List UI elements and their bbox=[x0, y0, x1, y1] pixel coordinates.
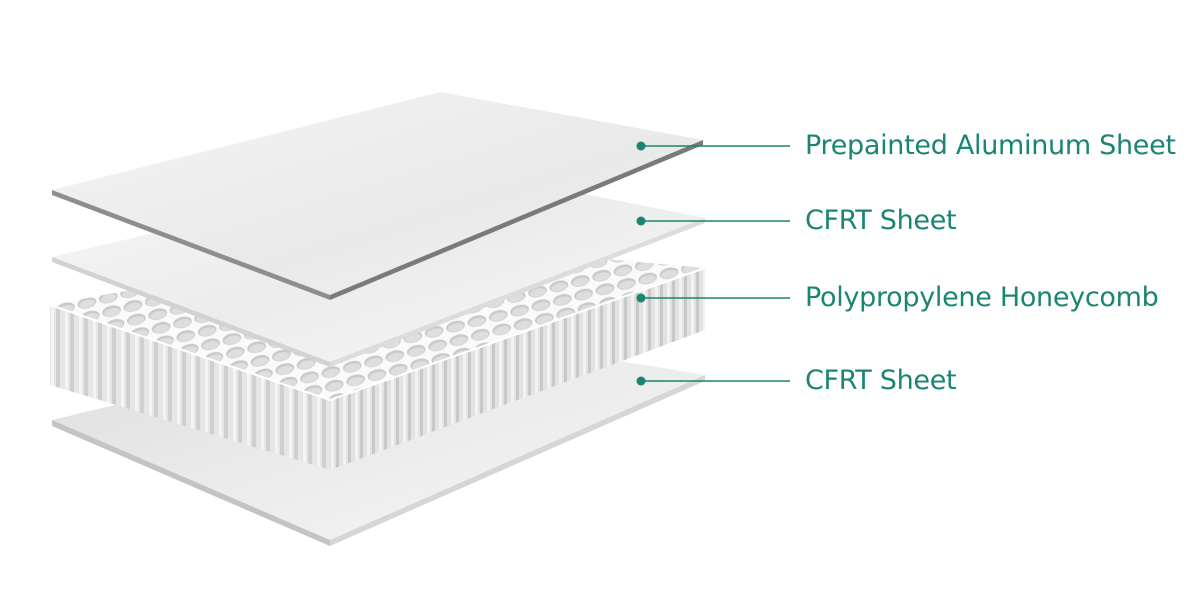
leader-line-cfrt-top bbox=[636, 216, 790, 226]
prepainted-aluminum-sheet bbox=[52, 92, 703, 300]
leader-line-aluminum bbox=[636, 141, 790, 151]
label-cfrt-sheet-top: CFRT Sheet bbox=[805, 205, 957, 236]
label-polypropylene-honeycomb: Polypropylene Honeycomb bbox=[805, 282, 1159, 313]
leader-line-cfrt-bottom bbox=[636, 376, 790, 386]
label-cfrt-sheet-bottom: CFRT Sheet bbox=[805, 365, 957, 396]
leader-line-honeycomb bbox=[636, 293, 790, 303]
label-prepainted-aluminum-sheet: Prepainted Aluminum Sheet bbox=[805, 130, 1176, 161]
